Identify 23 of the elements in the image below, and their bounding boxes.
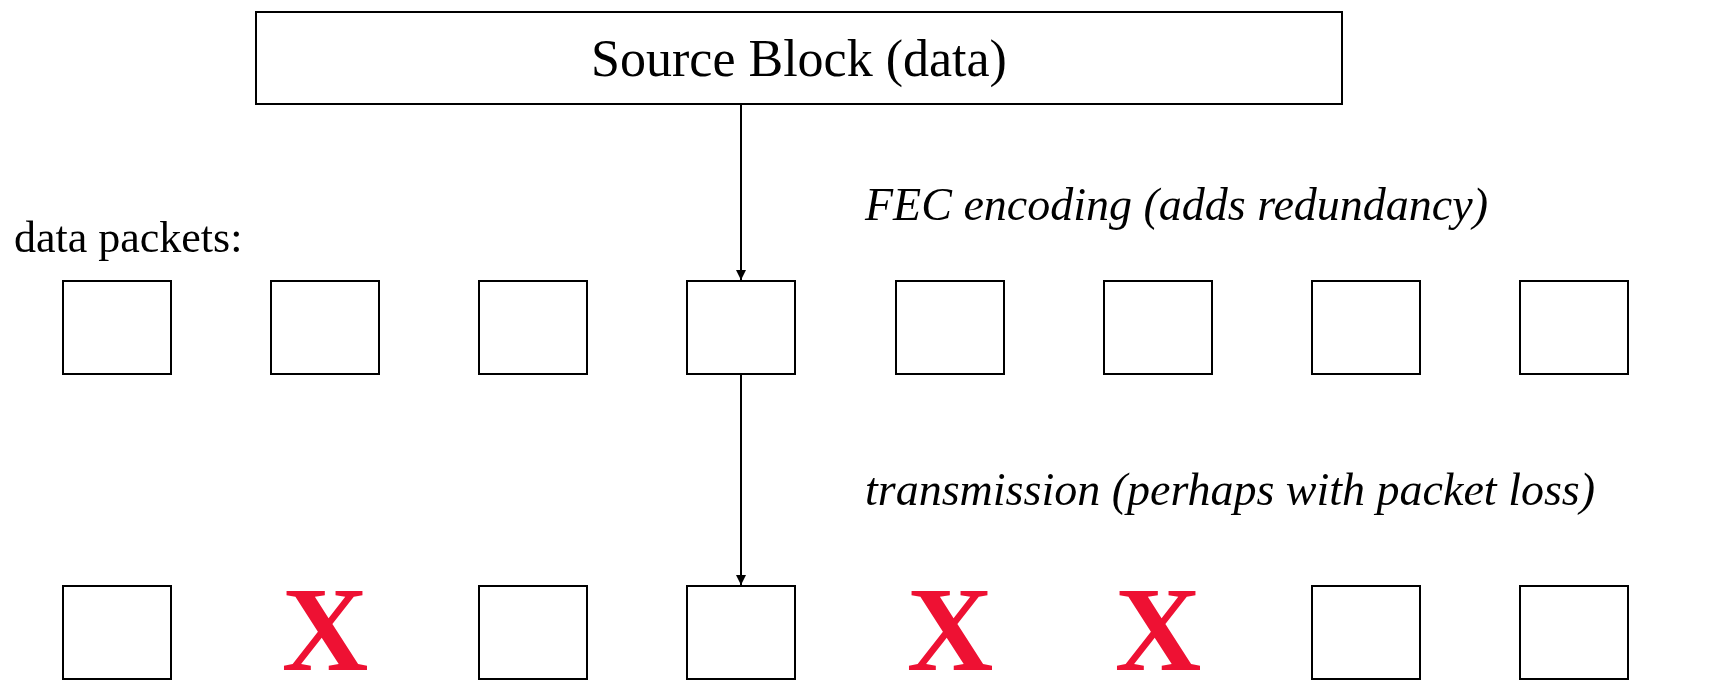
- packet-box: [62, 280, 172, 375]
- loss-mark: X: [280, 575, 370, 685]
- packet-box: [478, 280, 588, 375]
- packet-box: [270, 280, 380, 375]
- arrow: [736, 104, 746, 281]
- packet-box: [1311, 280, 1421, 375]
- loss-mark: X: [905, 575, 995, 685]
- loss-mark: X: [1113, 575, 1203, 685]
- step-label: FEC encoding (adds redundancy): [865, 178, 1488, 231]
- packet-box: [686, 280, 796, 375]
- packet-box: [686, 585, 796, 680]
- arrow: [736, 374, 746, 586]
- row-label: data packets:: [14, 212, 243, 263]
- box-title: Source Block (data): [591, 28, 1007, 88]
- packet-box: [1103, 280, 1213, 375]
- packet-box: [1519, 280, 1629, 375]
- packet-box: [895, 280, 1005, 375]
- packet-box: [1311, 585, 1421, 680]
- step-label: transmission (perhaps with packet loss): [865, 463, 1596, 516]
- packet-box: [62, 585, 172, 680]
- packet-box: [1519, 585, 1629, 680]
- source-block-box: [255, 11, 1343, 105]
- packet-box: [478, 585, 588, 680]
